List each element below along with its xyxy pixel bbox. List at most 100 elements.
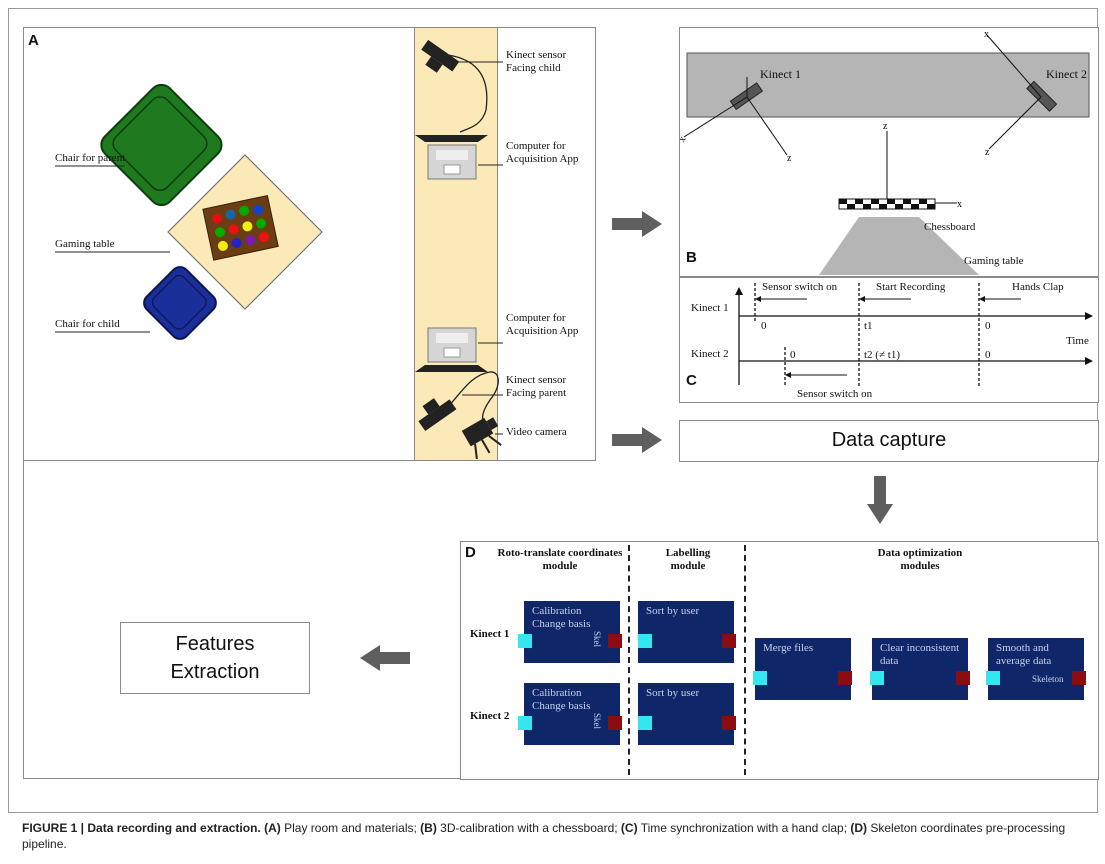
- svg-text:x: x: [984, 29, 989, 40]
- start-recording-label: Start Recording: [876, 281, 946, 293]
- gaming-table-label-b: Gaming table: [964, 255, 1024, 267]
- chessboard-shape: [838, 198, 936, 210]
- caption-a-tag: (A): [264, 821, 281, 835]
- computer-bottom-label-1: Computer for: [506, 312, 566, 324]
- svg-text:z: z: [985, 147, 990, 158]
- sort-node-2-text: Sort by user: [646, 687, 700, 699]
- panel-a-label: A: [28, 32, 39, 49]
- merge-node-out-port: [838, 671, 852, 685]
- calibration-node-1-skel: Skel: [592, 631, 602, 648]
- sort-node-1-in-port: [638, 634, 652, 648]
- kinect2-label-b: Kinect 2: [1046, 67, 1087, 81]
- opt-header-1: Data optimization: [877, 547, 963, 559]
- arrow-capture-to-d: [867, 476, 893, 524]
- sort-node-2: Sort by user: [638, 683, 734, 745]
- roto-header-1: Roto-translate coordinates: [497, 547, 623, 559]
- caption-b-text: 3D-calibration with a chessboard;: [436, 821, 621, 835]
- computer-top-label-2: Acquisition App: [506, 153, 579, 165]
- computer-top-shape: [415, 135, 488, 180]
- sort-node-2-out-port: [722, 716, 736, 730]
- calibration-node-1-text: Calibration Change basis: [532, 605, 591, 630]
- chair-child-shape: [143, 266, 217, 340]
- chair-parent-shape: [100, 83, 223, 207]
- panel-b-label: B: [686, 249, 697, 266]
- data-capture-label: Data capture: [831, 429, 947, 451]
- caption-b-tag: (B): [420, 821, 437, 835]
- kinect-child-label-1: Kinect sensor: [506, 49, 567, 61]
- kinect1-label-b: Kinect 1: [760, 67, 801, 81]
- clear-node-text: Clear inconsistent data: [880, 642, 960, 667]
- features-extraction-line2: Extraction: [170, 661, 260, 683]
- sort-node-1-text: Sort by user: [646, 605, 700, 617]
- svg-text:z: z: [787, 153, 792, 164]
- computer-bottom-label-2: Acquisition App: [506, 325, 579, 337]
- smooth-node-skeleton-tag: Skeleton: [1032, 674, 1064, 684]
- room-column: [414, 28, 498, 460]
- calibration-node-1-out-port: [608, 634, 622, 648]
- arrow-a-to-capture: [612, 427, 662, 453]
- kinect2-zero: 0: [790, 349, 796, 361]
- panel-a-drawing: [55, 39, 503, 460]
- panel-b-drawing: x z x z z x: [679, 29, 1090, 275]
- smooth-node-text: Smooth and average data: [996, 642, 1052, 667]
- kinect2-label-c: Kinect 2: [691, 348, 729, 360]
- kinect2-clap-zero: 0: [985, 349, 991, 361]
- kinect2-label-d: Kinect 2: [470, 710, 510, 722]
- panel-d-label: D: [465, 544, 476, 561]
- lower-region-border: [23, 461, 24, 779]
- merge-node-in-port: [753, 671, 767, 685]
- kinect1-label-d: Kinect 1: [470, 628, 510, 640]
- caption-a-text: Play room and materials;: [280, 821, 421, 835]
- svg-text:z: z: [883, 121, 888, 132]
- clear-node-in-port: [870, 671, 884, 685]
- kinect1-clap-zero: 0: [985, 320, 991, 332]
- smooth-node: Smooth and average data Skeleton: [988, 638, 1084, 700]
- arrow-d-to-features: [360, 645, 410, 671]
- gaming-table-trapezoid: [819, 217, 979, 275]
- kinect-parent-shape: [418, 398, 457, 432]
- lower-region-border-bottom: [23, 778, 463, 779]
- game-board: [202, 194, 279, 261]
- kinect-child-label-2: Facing child: [506, 62, 561, 74]
- chair-child-label: Chair for child: [55, 318, 120, 330]
- caption-prefix: FIGURE 1 | Data recording and extraction…: [22, 821, 261, 835]
- sort-node-2-in-port: [638, 716, 652, 730]
- calibration-node-1-in-port: [518, 634, 532, 648]
- chessboard-label: Chessboard: [924, 221, 976, 233]
- labelling-header-1: Labelling: [665, 547, 711, 559]
- smooth-node-out-port: [1072, 671, 1086, 685]
- hands-clap-label: Hands Clap: [1012, 281, 1064, 293]
- smooth-node-in-port: [986, 671, 1000, 685]
- panel-c: C: [679, 277, 1099, 403]
- kinect1-label-c: Kinect 1: [691, 302, 729, 314]
- merge-node-text: Merge files: [763, 642, 814, 654]
- computer-bottom-shape: [415, 327, 488, 372]
- kinect-parent-label-2: Facing parent: [506, 387, 567, 399]
- sort-node-1-out-port: [722, 634, 736, 648]
- svg-text:x: x: [957, 199, 962, 210]
- clear-node-out-port: [956, 671, 970, 685]
- caption-c-tag: (C): [620, 821, 638, 835]
- panel-c-label: C: [686, 372, 697, 389]
- calibration-node-2-out-port: [608, 716, 622, 730]
- chair-parent-label: Chair for parent: [55, 152, 126, 164]
- data-capture-box: Data capture: [679, 420, 1099, 462]
- divider-1: [628, 545, 630, 775]
- video-camera-label: Video camera: [506, 426, 567, 438]
- svg-text:x: x: [679, 134, 689, 144]
- video-camera-shape: [461, 417, 502, 460]
- computer-top-label-1: Computer for: [506, 140, 566, 152]
- panel-c-timeline: [735, 283, 1093, 387]
- calibration-node-2: Calibration Change basis Skel: [524, 683, 620, 745]
- features-extraction-box: Features Extraction: [120, 622, 310, 694]
- caption-d-text: Skeleton coordinates pre-processing pipe…: [22, 821, 1066, 851]
- clear-node: Clear inconsistent data: [872, 638, 968, 700]
- kinect-parent-label-1: Kinect sensor: [506, 374, 567, 386]
- gaming-table-label: Gaming table: [55, 238, 115, 250]
- divider-2: [744, 545, 746, 775]
- calibration-node-2-text: Calibration Change basis: [532, 687, 591, 712]
- time-label: Time: [1066, 335, 1089, 347]
- sensor-switch-on-bottom: Sensor switch on: [797, 388, 873, 400]
- sensor-switch-on-top: Sensor switch on: [762, 281, 838, 293]
- calibration-node-1: Calibration Change basis Skel: [524, 601, 620, 663]
